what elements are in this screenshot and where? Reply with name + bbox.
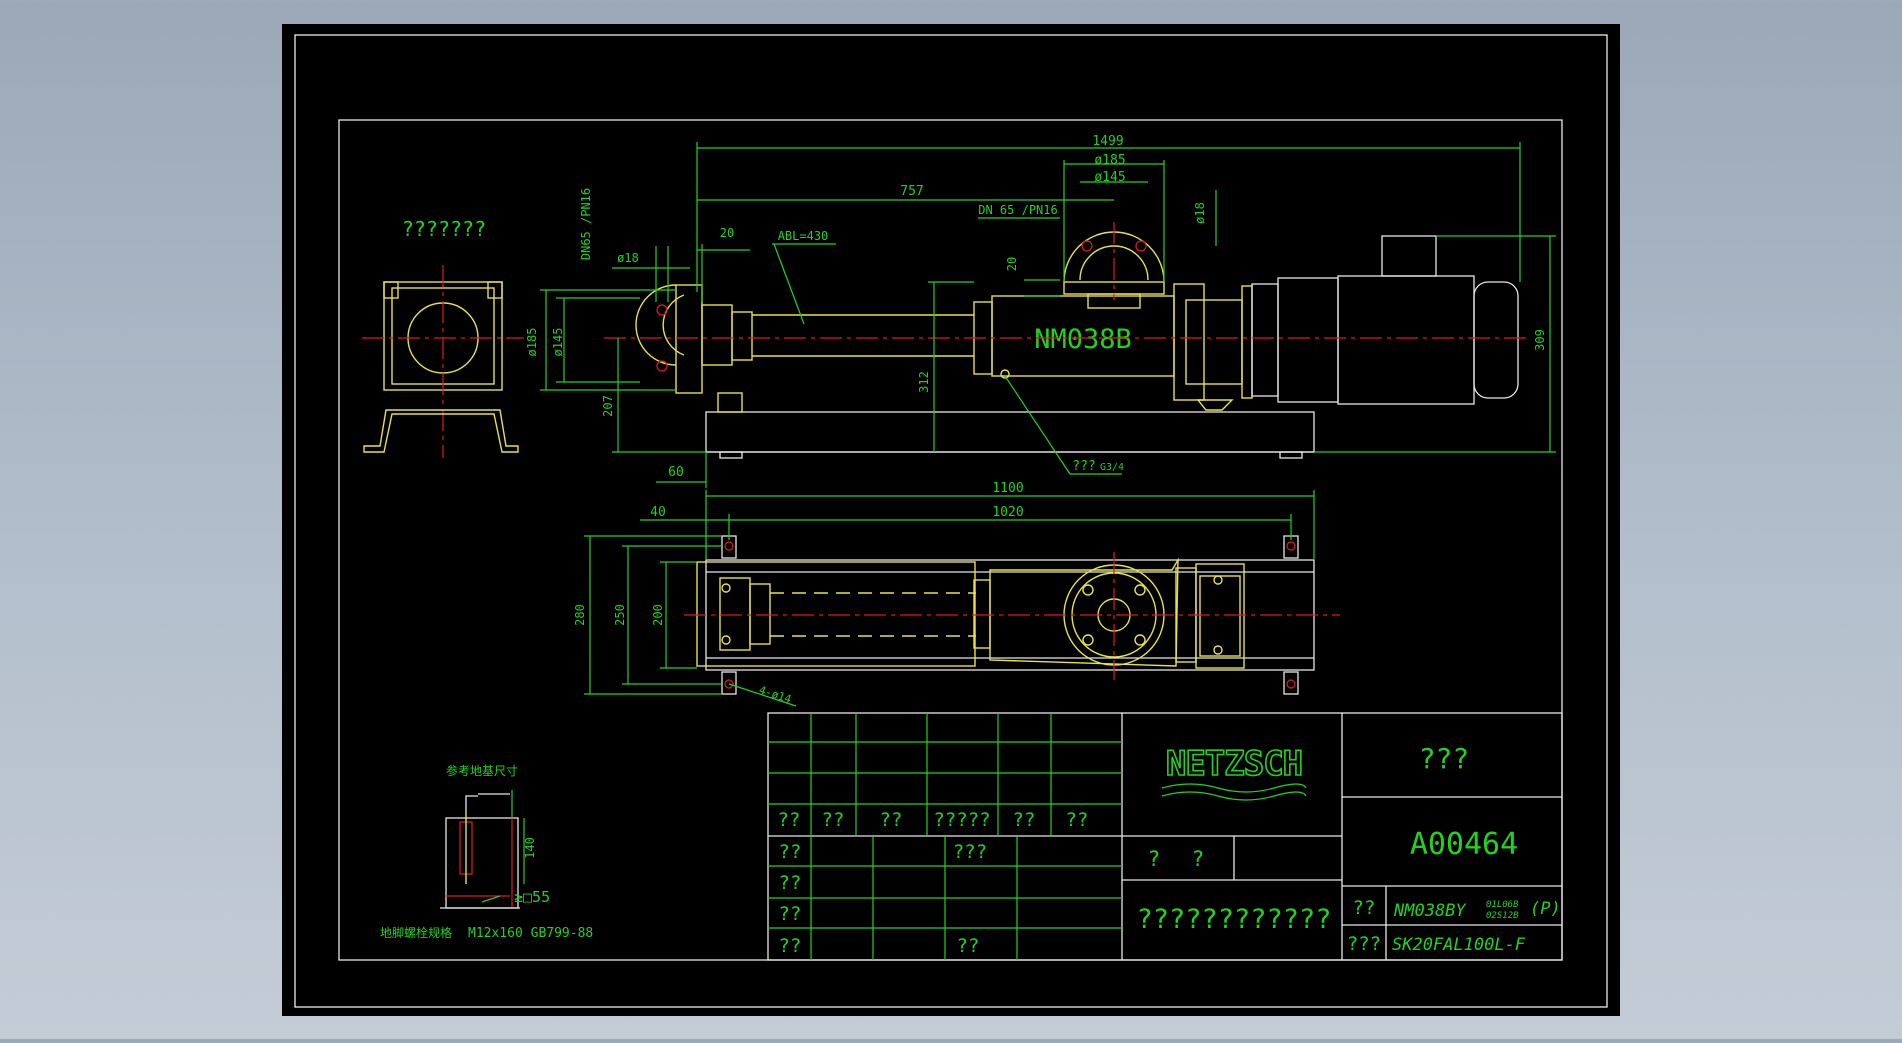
svg-text:20: 20 [1005, 257, 1019, 271]
drawing-description: ???????????? [1136, 904, 1331, 935]
svg-text:??: ?? [1013, 809, 1036, 831]
svg-text:1020: 1020 [992, 505, 1023, 520]
netzsch-logo: NETZSCH [1161, 743, 1307, 801]
svg-text:???: ??? [1072, 459, 1095, 474]
svg-text:ø145: ø145 [551, 328, 565, 357]
svg-text:ø18: ø18 [1193, 202, 1207, 224]
top-view [684, 535, 1340, 695]
svg-text:40: 40 [650, 505, 666, 520]
svg-text:??: ?? [778, 809, 801, 831]
svg-text:???: ??? [953, 841, 987, 863]
title-block: ?? ?? ?? ????? ?? ?? ?? ?? ?? ?? ??? ?? … [767, 712, 1563, 961]
svg-text:??: ?? [779, 841, 802, 863]
svg-text:≥□55: ≥□55 [514, 888, 550, 906]
svg-text:G3/4: G3/4 [1100, 462, 1124, 473]
pump-model-label: NM038B [1034, 324, 1132, 355]
svg-text:207: 207 [601, 395, 615, 417]
svg-text:DN65 /PN16: DN65 /PN16 [579, 188, 593, 260]
bolt-spec: M12x160 GB799-88 [468, 926, 593, 941]
svg-text:DN 65 /PN16: DN 65 /PN16 [978, 203, 1057, 217]
svg-text:?: ? [1192, 847, 1205, 871]
svg-text:??: ?? [880, 809, 903, 831]
drawing-number: A00464 [1410, 827, 1518, 862]
svg-text:NETZSCH: NETZSCH [1166, 744, 1302, 784]
svg-text:312: 312 [917, 371, 931, 393]
svg-text:??: ?? [779, 903, 802, 925]
svg-text:280: 280 [573, 604, 587, 626]
svg-text:757: 757 [900, 184, 923, 199]
svg-text:??: ?? [779, 872, 802, 894]
svg-text:??: ?? [822, 809, 845, 831]
foundation-detail: 参考地基尺寸 140 ≥□55 地脚螺栓规格 M12x160 GB799-88 [380, 763, 593, 941]
svg-text:1499: 1499 [1092, 134, 1123, 149]
side-view-dimensions: 1499 ø185 ø145 757 DN 65 /PN16 ø18 DN65 … [525, 134, 1556, 488]
svg-text:ABL=430: ABL=430 [778, 229, 829, 243]
side-view: NM038B [604, 222, 1530, 459]
svg-text:250: 250 [613, 604, 627, 626]
motor-model: SK20FAL100L-F [1392, 935, 1526, 955]
svg-text:?????: ????? [933, 809, 990, 831]
svg-text:200: 200 [651, 604, 665, 626]
drawing-name: ??? [1419, 742, 1470, 775]
svg-text:ø185: ø185 [525, 328, 539, 357]
bolt-spec-label: 地脚螺栓规格 [380, 925, 452, 940]
svg-text:(P): (P) [1530, 899, 1561, 919]
model-number: NM038BY [1393, 901, 1467, 921]
svg-text:20: 20 [720, 226, 734, 240]
svg-text:??: ?? [957, 935, 980, 957]
svg-text:???: ??? [1347, 933, 1381, 955]
end-view: ??????? [362, 217, 524, 458]
svg-text:??: ?? [779, 935, 802, 957]
svg-text:?: ? [1148, 847, 1161, 871]
svg-text:ø185: ø185 [1094, 153, 1125, 168]
svg-text:1100: 1100 [992, 481, 1023, 496]
outer-border [294, 34, 1608, 1008]
svg-text:140: 140 [523, 837, 537, 859]
end-view-title: ??????? [402, 217, 486, 241]
svg-text:309: 309 [1533, 329, 1547, 351]
svg-text:02S12B: 02S12B [1486, 911, 1519, 921]
svg-text:01L06B: 01L06B [1486, 900, 1519, 910]
svg-text:ø145: ø145 [1094, 170, 1125, 185]
top-view-dimensions: 1100 40 1020 280 250 200 4-ø14 [573, 481, 1315, 707]
svg-text:ø18: ø18 [617, 251, 639, 265]
svg-text:60: 60 [668, 465, 684, 480]
svg-text:??: ?? [1066, 809, 1089, 831]
svg-text:??: ?? [1353, 897, 1376, 919]
foundation-title: 参考地基尺寸 [446, 763, 518, 778]
